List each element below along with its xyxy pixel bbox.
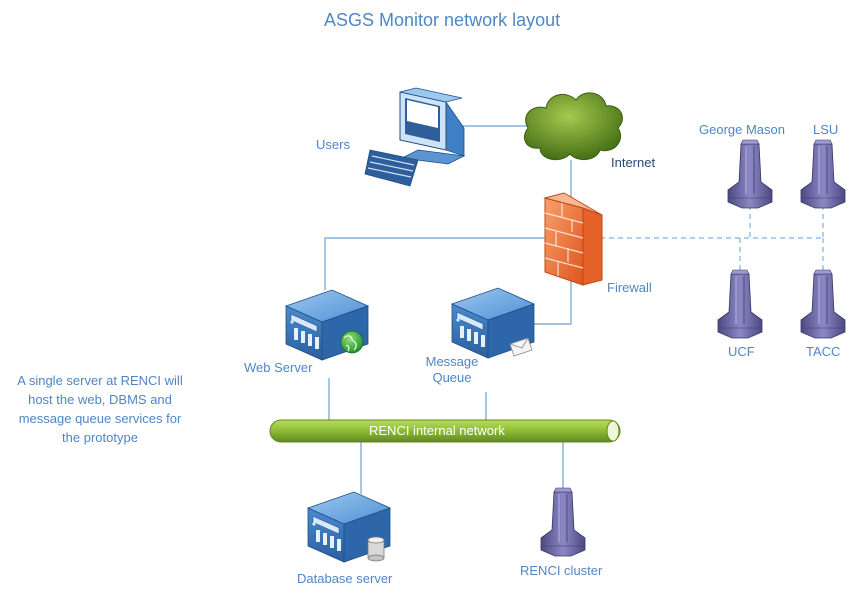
link-firewall-webserver (324, 237, 545, 290)
renci-cluster-label: RENCI cluster (520, 563, 603, 578)
firewall-label: Firewall (607, 280, 652, 295)
internet-label: Internet (611, 155, 656, 170)
database-cylinder-icon (367, 536, 385, 562)
note-line: the prototype (62, 430, 138, 445)
note-line: A single server at RENCI will (17, 373, 183, 388)
database-server-icon (307, 491, 391, 563)
renci-internal-network-label: RENCI internal network (369, 423, 505, 438)
note-line: message queue services for (18, 411, 182, 426)
ucf-cluster-icon (717, 269, 763, 339)
message-queue-label-line1: Message (425, 354, 479, 369)
prototype-note: A single server at RENCI will host the w… (4, 371, 196, 447)
internet-cloud-icon (524, 92, 623, 161)
message-queue-label-line2: Queue (432, 370, 472, 385)
database-server-label: Database server (297, 571, 393, 586)
users-computer-icon (364, 87, 466, 187)
web-server-icon (285, 289, 369, 361)
diagram-title: ASGS Monitor network layout (324, 10, 561, 30)
remote-cluster-links (600, 205, 824, 272)
renci-internal-network-pipe (269, 419, 621, 443)
users-label: Users (316, 137, 350, 152)
connection-lines (324, 125, 572, 494)
lsu-cluster-icon (800, 139, 846, 209)
renci-cluster-icon (540, 487, 586, 557)
message-queue-server-icon (451, 287, 535, 359)
note-line: host the web, DBMS and (28, 392, 172, 407)
lsu-label: LSU (813, 122, 839, 137)
globe-icon (340, 330, 364, 354)
ucf-label: UCF (728, 344, 755, 359)
envelope-icon (509, 337, 533, 357)
message-queue-label: Message Queue (420, 354, 484, 386)
tacc-cluster-icon (800, 269, 846, 339)
george-mason-label: George Mason (699, 122, 785, 137)
george-mason-cluster-icon (727, 139, 773, 209)
firewall-icon (543, 192, 603, 286)
web-server-label: Web Server (244, 360, 313, 375)
link-firewall-queue (528, 280, 572, 325)
tacc-label: TACC (806, 344, 841, 359)
